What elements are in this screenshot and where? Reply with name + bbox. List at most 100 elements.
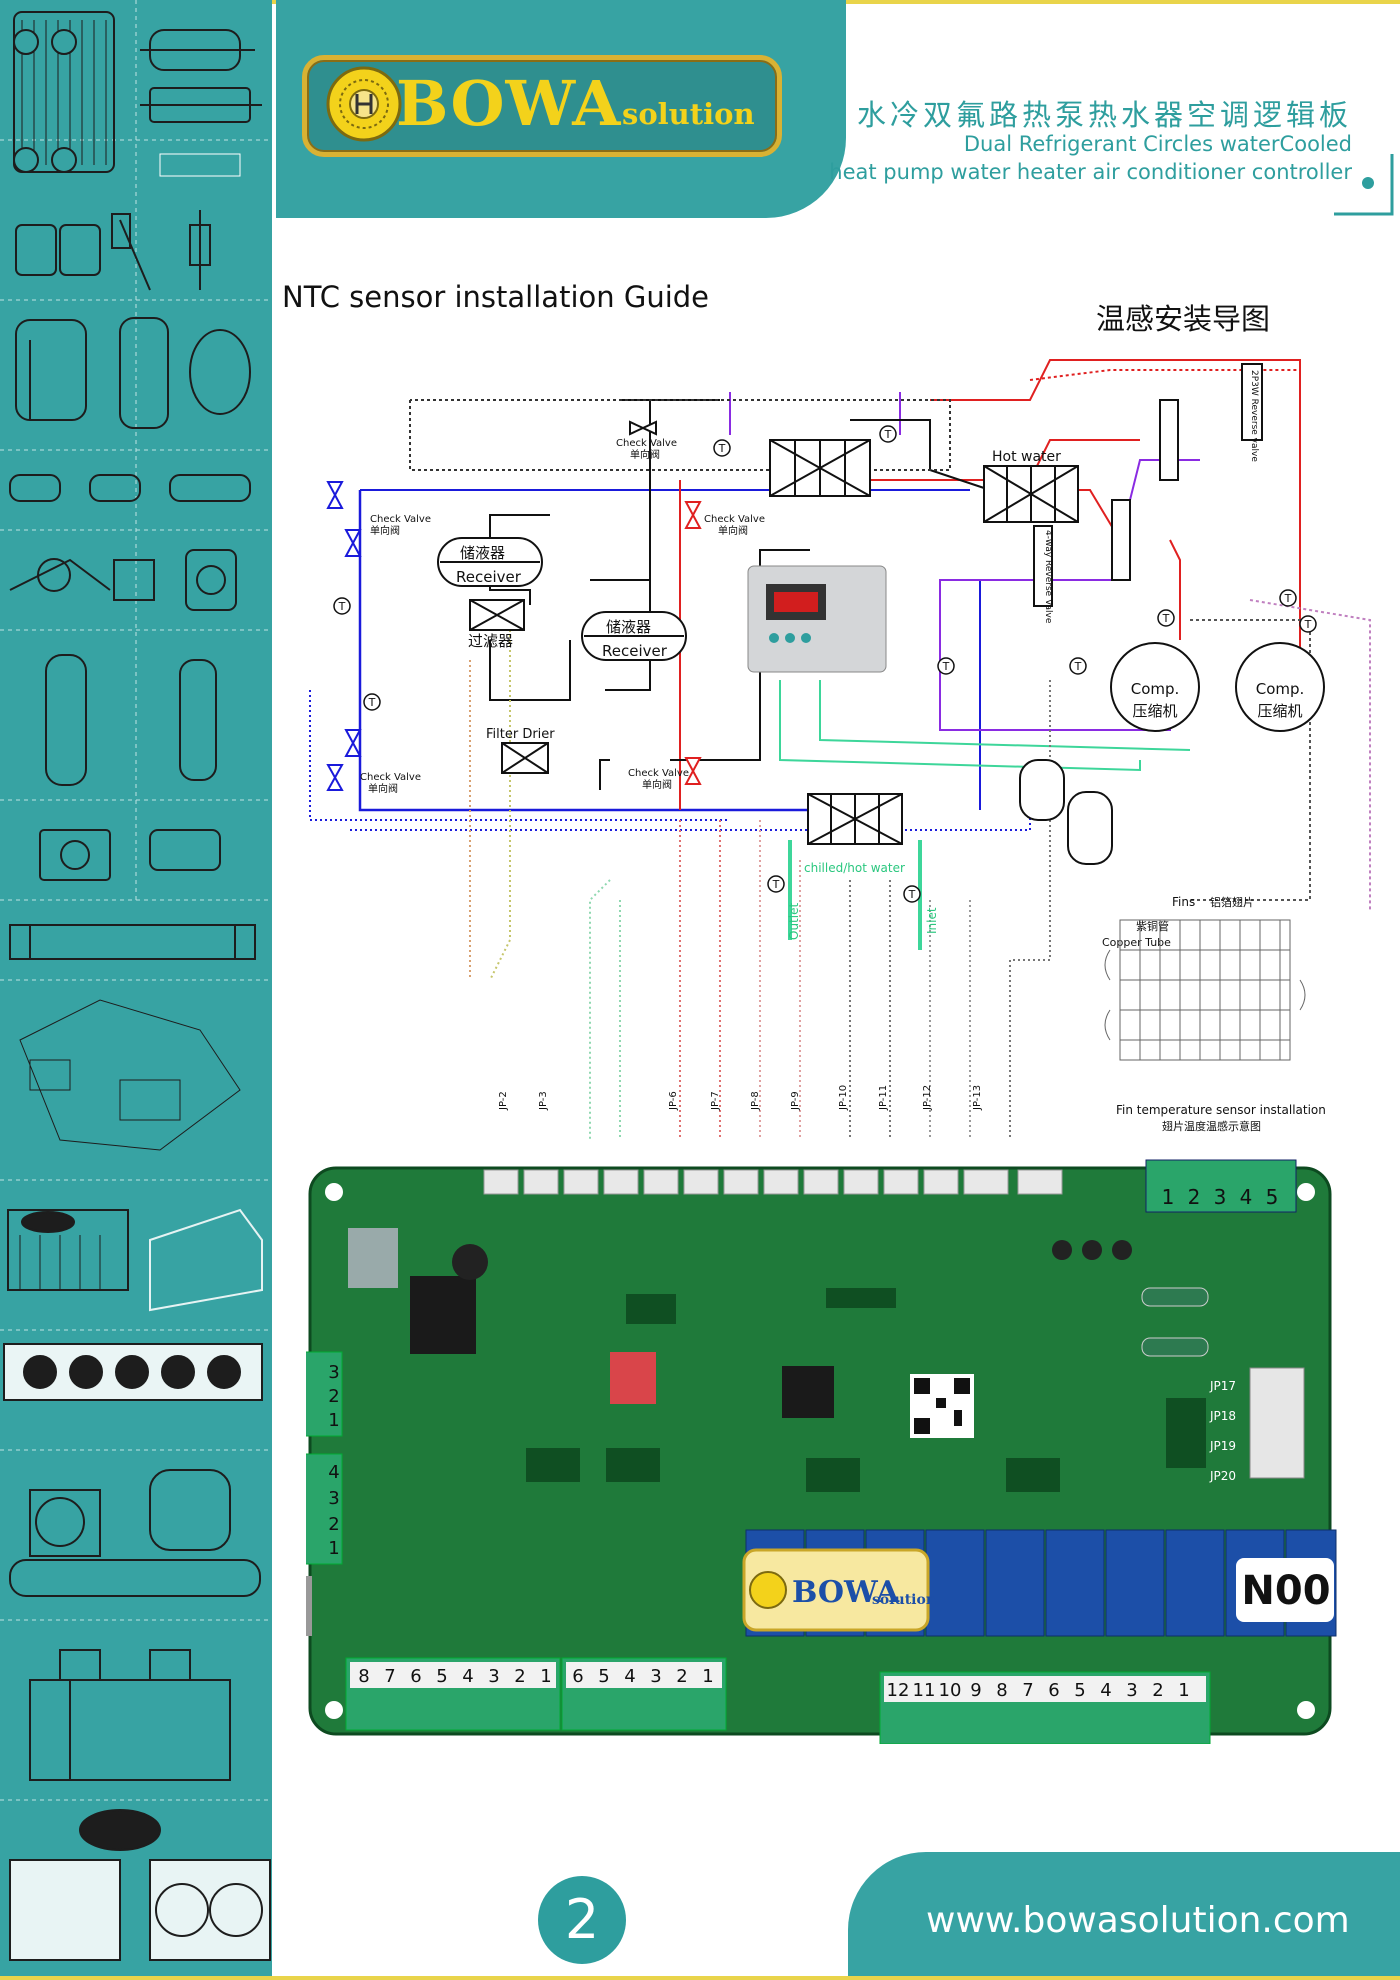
copper-tube-label: Copper Tube <box>1102 936 1171 949</box>
brand-tagline: solution <box>622 97 755 131</box>
product-title-english-line1: Dual Refrigerant Circles waterCooled <box>963 132 1352 156</box>
fins-label: Fins <box>1172 895 1195 909</box>
filter-label-cn: 过滤器 <box>468 632 513 650</box>
sensor-label: T <box>718 442 726 455</box>
terminal-bottom-c-label: 11 <box>913 1680 936 1701</box>
sensor-label: T <box>1304 618 1312 631</box>
four-way-valve-label: 4-way Reverse Valve <box>1043 530 1053 624</box>
refrigerant-circuit-diagram: T T T T T T T T T T T Check Valve 单向阀 Ch… <box>309 359 1371 1140</box>
check-valve-label: Check Valve <box>704 514 765 525</box>
terminal-bottom-c-label: 7 <box>1022 1680 1033 1701</box>
sensor-label: T <box>338 600 346 613</box>
copper-tube-label-cn: 紫铜管 <box>1136 919 1169 933</box>
website-url[interactable]: www.bowasolution.com <box>926 1900 1350 1941</box>
terminal-bottom-b-label: 1 <box>702 1666 713 1687</box>
guide-title-english: NTC sensor installation Guide <box>282 280 709 314</box>
terminal-bottom-c-label: 12 <box>887 1680 910 1701</box>
logo-coil-icon <box>326 66 402 142</box>
fins-label-cn: 铝箔翅片 <box>1210 895 1254 909</box>
hot-water-label: Hot water <box>992 449 1061 465</box>
terminal-left1-label: 3 <box>328 1362 339 1383</box>
brand-name: BOWA <box>396 67 622 140</box>
terminal-left2-label: 4 <box>328 1462 339 1483</box>
port-label-jp11: JP-11 <box>878 1085 889 1111</box>
equipment-sidebar <box>0 0 272 1980</box>
sensor-label: T <box>772 878 780 891</box>
terminal-bottom-c-label: 1 <box>1178 1680 1189 1701</box>
terminal-bottom-a-label: 4 <box>462 1666 473 1687</box>
port-label-jp2: JP-2 <box>498 1091 509 1111</box>
filter-drier-label: Filter Drier <box>486 727 555 742</box>
sensor-label: T <box>1284 592 1292 605</box>
terminal-bottom-b-label: 6 <box>572 1666 583 1687</box>
terminal-bottom-c-label: 2 <box>1152 1680 1163 1701</box>
terminal-top-label: 3 <box>1214 1185 1227 1209</box>
terminal-bottom-b-label: 2 <box>676 1666 687 1687</box>
jp-right-label: JP18 <box>1209 1409 1236 1423</box>
pcb-brand-name: BOWA <box>792 1575 900 1610</box>
product-title-chinese: 水冷双氟路热泵热水器空调逻辑板 <box>856 98 1352 132</box>
terminal-bottom-a-label: 8 <box>358 1666 369 1687</box>
terminal-bottom-c-label: 10 <box>939 1680 962 1701</box>
port-label-jp9: JP-9 <box>790 1091 801 1111</box>
terminal-bottom-b-label: 3 <box>650 1666 661 1687</box>
terminal-bottom-b-label: 4 <box>624 1666 635 1687</box>
page-number: 2 <box>564 1888 600 1951</box>
sensor-label: T <box>908 888 916 901</box>
terminal-left2-label: 2 <box>328 1514 339 1535</box>
sensor-label: T <box>1074 660 1082 673</box>
port-label-jp12: JP-12 <box>922 1085 933 1111</box>
terminal-top-label: 2 <box>1188 1185 1201 1209</box>
sensor-label: T <box>368 696 376 709</box>
terminal-bottom-a-label: 3 <box>488 1666 499 1687</box>
guide-title-chinese: 温感安装导图 <box>1096 302 1271 336</box>
port-label-jp8: JP-8 <box>750 1091 761 1111</box>
footer-banner <box>848 1852 1400 1980</box>
relay-label: N00 <box>1241 1568 1330 1614</box>
port-label-jp3: JP-3 <box>538 1091 549 1111</box>
jp-right-label: JP17 <box>1209 1379 1236 1393</box>
product-title-english-line2: heat pump water heater air conditioner c… <box>829 160 1352 184</box>
port-label-jp6: JP-6 <box>668 1091 679 1111</box>
check-valve-label: Check Valve <box>370 514 431 525</box>
terminal-bottom-a-label: 1 <box>540 1666 551 1687</box>
sensor-label: T <box>1162 612 1170 625</box>
receiver-label-cn: 储液器 <box>460 544 505 562</box>
compressor-label-cn: 压缩机 <box>1257 702 1302 720</box>
pcb-brand-tagline: solution <box>872 1592 936 1608</box>
terminal-bottom-c-label: 8 <box>996 1680 1007 1701</box>
terminal-top-label: 5 <box>1266 1185 1279 1209</box>
terminal-bottom-a-label: 6 <box>410 1666 421 1687</box>
check-valve-label: Check Valve <box>360 772 421 783</box>
check-valve-label: Check Valve <box>628 768 689 779</box>
equipment-illustrations <box>0 0 272 1961</box>
sensor-label: T <box>884 428 892 441</box>
terminal-top-label: 1 <box>1162 1185 1175 1209</box>
jp-right-label: JP19 <box>1209 1439 1236 1453</box>
terminal-bottom-b-label: 5 <box>598 1666 609 1687</box>
page-number-badge <box>538 1876 626 1964</box>
terminal-left1-label: 1 <box>328 1410 339 1431</box>
terminal-bottom-c-label: 6 <box>1048 1680 1059 1701</box>
inlet-label: Inlet <box>925 907 939 934</box>
outlet-label: Outlet <box>787 903 801 940</box>
terminal-bottom-c-label: 3 <box>1126 1680 1137 1701</box>
sensor-label: T <box>942 660 950 673</box>
check-valve-label-cn: 单向阀 <box>630 448 660 461</box>
receiver-label: Receiver <box>602 642 668 660</box>
compressor-label: Comp. <box>1131 680 1180 698</box>
compressor-label: Comp. <box>1256 680 1305 698</box>
check-valve-label-cn: 单向阀 <box>370 524 400 537</box>
terminal-left2-label: 1 <box>328 1538 339 1559</box>
check-valve-label-cn: 单向阀 <box>718 524 748 537</box>
check-valve-label: Check Valve <box>616 438 677 449</box>
compressor-label-cn: 压缩机 <box>1132 702 1177 720</box>
check-valve-label-cn: 单向阀 <box>368 782 398 795</box>
terminal-bottom-c-label: 4 <box>1100 1680 1111 1701</box>
controller-circuit-board: 1 2 3 4 5 JP17 JP18 JP19 JP20 BOWA solut… <box>306 1159 1337 1744</box>
terminal-left1-label: 2 <box>328 1386 339 1407</box>
chilled-hot-water-label: chilled/hot water <box>804 861 905 875</box>
jp-right-label: JP20 <box>1209 1469 1236 1483</box>
fin-sensor-install-label: Fin temperature sensor installation <box>1116 1103 1326 1117</box>
two-p-three-w-valve-label: 2P3W Reverse valve <box>1249 370 1259 462</box>
